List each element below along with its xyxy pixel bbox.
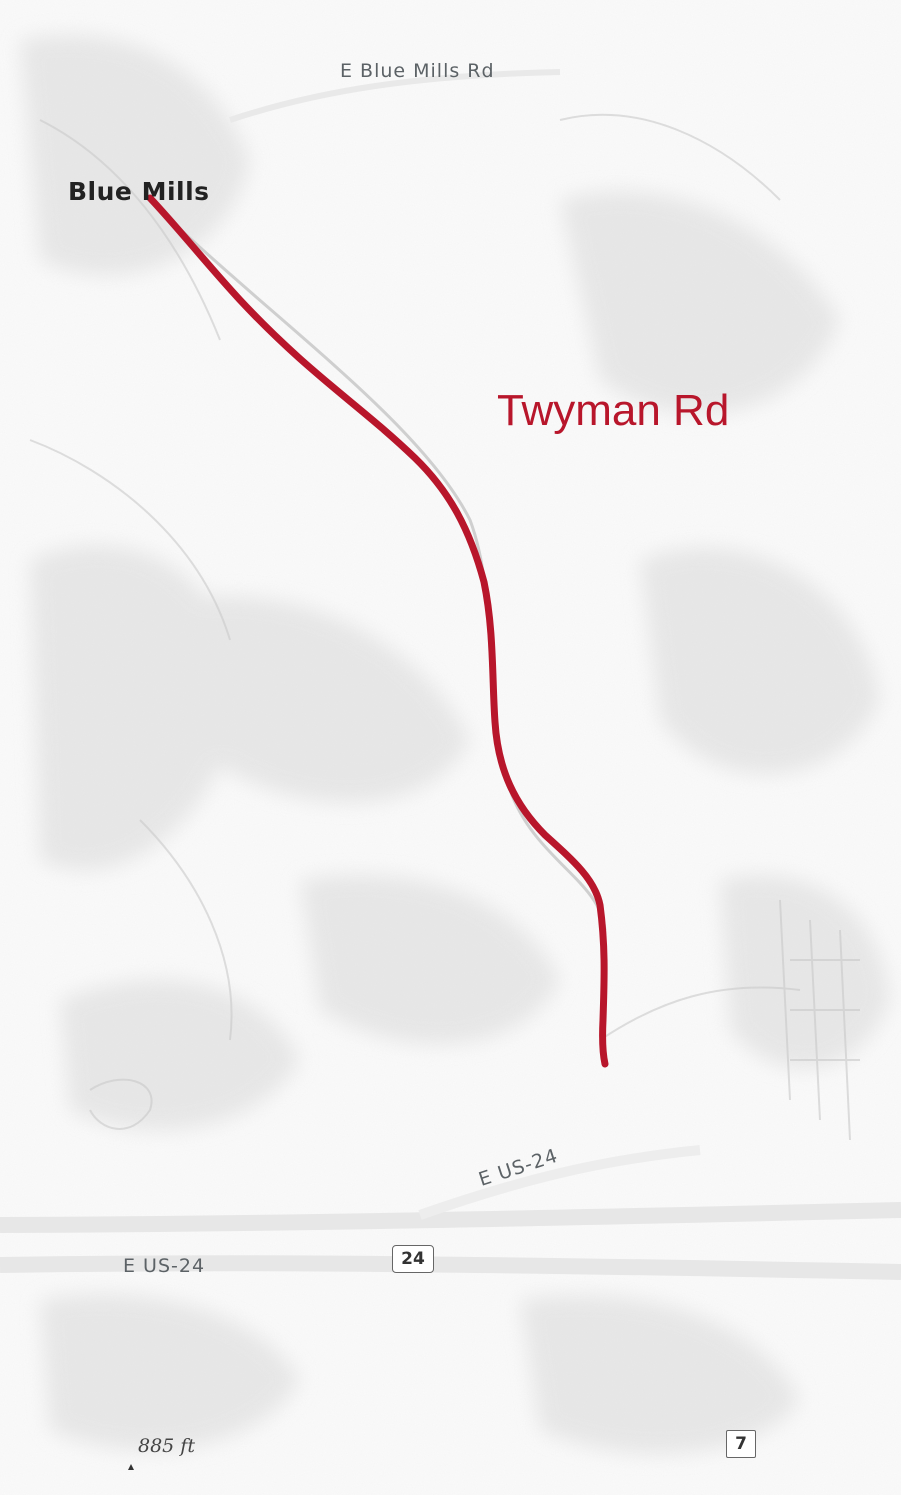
blue-mills-road bbox=[229, 69, 561, 123]
elevation-label: 885 ft bbox=[138, 1435, 195, 1457]
route-twyman-rd bbox=[146, 194, 609, 1068]
state7-shield: 7 bbox=[726, 1430, 756, 1458]
blue-mills-place-label[interactable]: Blue Mills bbox=[68, 177, 210, 206]
blue-mills-rd-label: E Blue Mills Rd bbox=[340, 60, 495, 82]
highway-us24 bbox=[0, 1202, 901, 1280]
elevation-marker bbox=[128, 1464, 134, 1470]
us24-shield: 24 bbox=[392, 1245, 434, 1273]
us24-lower-label: E US-24 bbox=[123, 1255, 206, 1277]
highway-us24-diagonal bbox=[418, 1145, 701, 1220]
twyman-rd-label[interactable]: Twyman Rd bbox=[497, 386, 730, 435]
